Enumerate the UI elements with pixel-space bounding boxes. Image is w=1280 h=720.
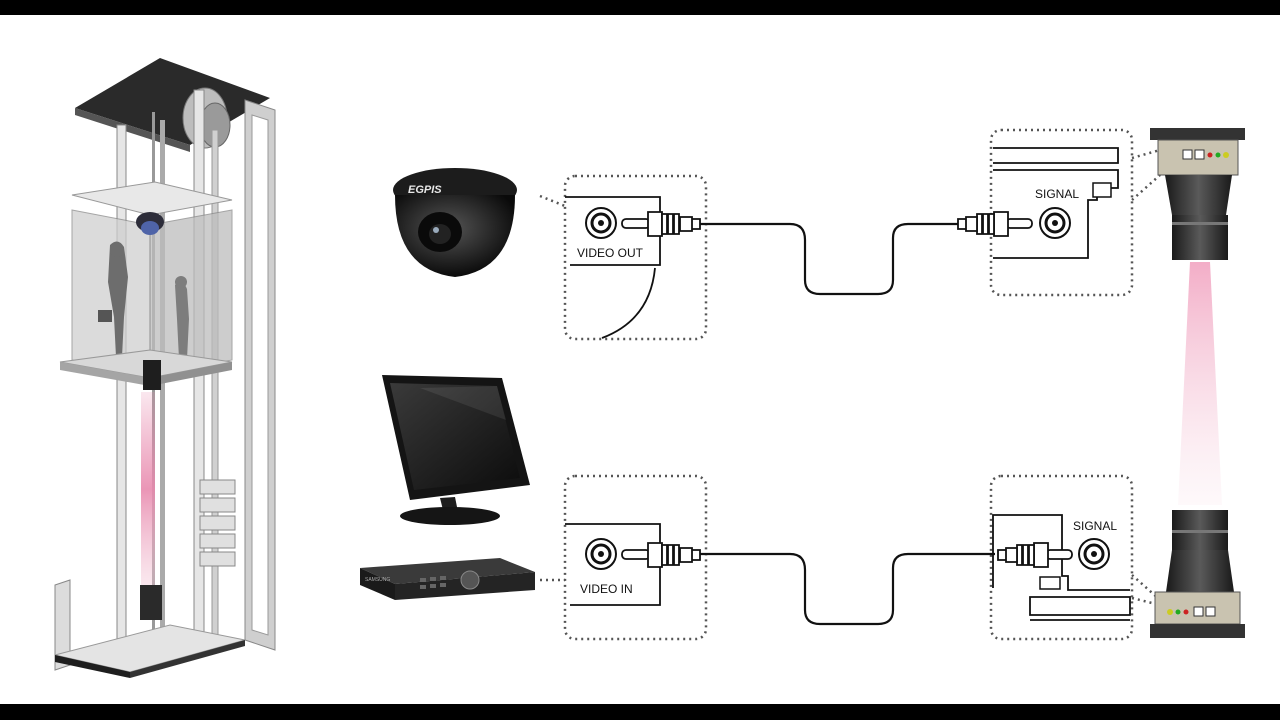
monitor-icon: [382, 375, 530, 525]
bottom-bar: [0, 704, 1280, 720]
rca-plug-icon: [997, 542, 1073, 568]
video-out-label: VIDEO OUT: [577, 246, 644, 260]
dvr-brand-label: SAMSUNG: [365, 577, 390, 583]
dome-camera-icon: EGPIS: [393, 168, 517, 277]
camera-brand-label: EGPIS: [408, 184, 442, 196]
wireless-receiver-icon: [1150, 510, 1245, 638]
cable-bottom: [700, 552, 995, 626]
cable-top: [700, 222, 960, 296]
rca-jack-icon: [1078, 538, 1110, 570]
signal-top-label: SIGNAL: [1035, 187, 1079, 201]
signal-top-callout: SIGNAL: [989, 128, 1161, 297]
rca-jack-icon: [585, 207, 617, 239]
elevator-shaft-icon: [54, 58, 276, 678]
rca-jack-icon: [1039, 207, 1071, 239]
rca-plug-icon: [621, 211, 701, 237]
rca-plug-icon: [621, 542, 701, 568]
video-out-callout: VIDEO OUT: [539, 174, 708, 341]
wireless-transmitter-icon: [1150, 128, 1245, 260]
dvr-icon: SAMSUNG: [360, 558, 535, 600]
rca-jack-icon: [585, 538, 617, 570]
signal-beam: [1178, 262, 1222, 505]
video-in-label: VIDEO IN: [580, 582, 633, 596]
signal-bottom-label: SIGNAL: [1073, 519, 1117, 533]
top-bar: [0, 0, 1280, 15]
rca-plug-icon: [957, 211, 1033, 237]
